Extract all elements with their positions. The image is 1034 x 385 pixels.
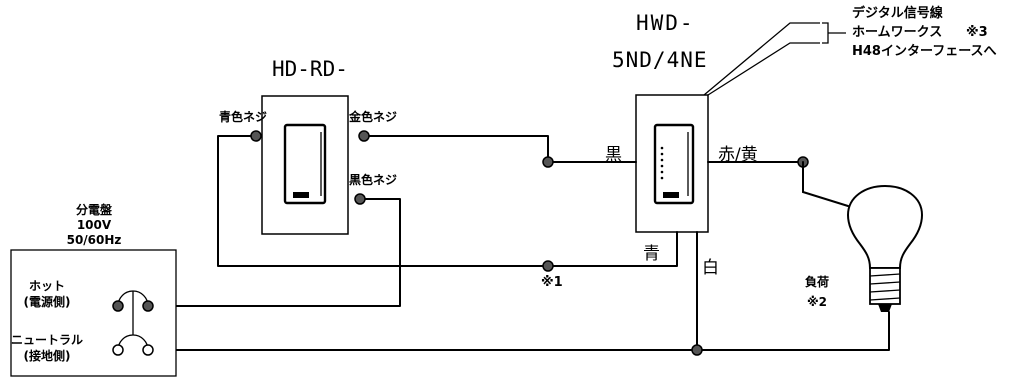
main-switch-rocker	[653, 123, 695, 205]
remote-switch-model: HD-RD-	[272, 57, 348, 81]
wire-red-yellow-to-lamp	[707, 161, 804, 193]
screw-black-label: 黒色ネジ	[349, 172, 397, 187]
digital-signal-note: ※3	[966, 25, 988, 40]
wires	[149, 135, 890, 351]
panel-frequency: 50/60Hz	[67, 233, 122, 247]
neutral-sub-label: (接地側)	[24, 348, 71, 363]
load-note: ※2	[807, 295, 827, 309]
digital-signal-line2: ホームワークス	[852, 25, 942, 40]
black-junction-node	[542, 156, 554, 168]
wire-black-label: 黒	[605, 145, 622, 165]
neutral-junction-node	[691, 344, 703, 356]
lamp-lead-to-bulb	[802, 191, 849, 207]
main-switch-model-line2: 5ND/4NE	[612, 48, 708, 72]
main-switch-model-line1: HWD-	[636, 11, 695, 35]
remote-switch-rocker	[283, 123, 327, 205]
neutral-terminal-right	[142, 344, 154, 356]
wire-nodes	[250, 130, 809, 356]
main-switch	[635, 94, 709, 233]
digital-signal-wires	[703, 22, 846, 96]
note1-label: ※1	[541, 275, 563, 290]
digital-signal-line1: デジタル信号線	[852, 5, 944, 21]
neutral-label: ニュートラル	[11, 333, 83, 347]
screw-black-node	[354, 193, 366, 205]
hot-sub-label: (電源側)	[24, 294, 71, 309]
hot-terminal-right	[142, 300, 154, 312]
note1-junction-node	[542, 260, 554, 272]
digital-signal-line3: H48インターフェースへ	[852, 44, 997, 59]
main-switch-led-dots	[660, 146, 664, 180]
load-label: 負荷	[805, 274, 829, 289]
breaker-switches	[112, 290, 154, 356]
screw-gold-node	[358, 130, 370, 142]
panel-voltage: 100V	[77, 218, 112, 232]
remote-switch	[261, 95, 349, 235]
wire-gold-to-black	[363, 135, 637, 163]
wire-blue-label: 青	[643, 244, 660, 264]
wire-neutral	[151, 311, 890, 351]
wire-black-to-hot	[149, 198, 401, 307]
remote-switch-button	[293, 192, 309, 198]
lamp-contact	[878, 304, 892, 312]
screw-gold-label: 金色ネジ	[348, 109, 397, 124]
hot-label: ホット	[29, 279, 65, 293]
load-lamp	[802, 161, 924, 312]
panel-title: 分電盤	[76, 202, 113, 217]
screw-blue-node	[250, 130, 262, 142]
main-switch-button	[663, 192, 679, 198]
wire-red-yellow-label: 赤/黄	[718, 145, 758, 165]
wire-white-label: 白	[702, 258, 719, 278]
neutral-terminal-left	[112, 344, 124, 356]
hot-terminal-left	[112, 300, 124, 312]
lamp-bulb	[846, 184, 924, 269]
screw-blue-label: 青色ネジ	[219, 109, 267, 124]
wire-blue-loop	[217, 135, 678, 267]
